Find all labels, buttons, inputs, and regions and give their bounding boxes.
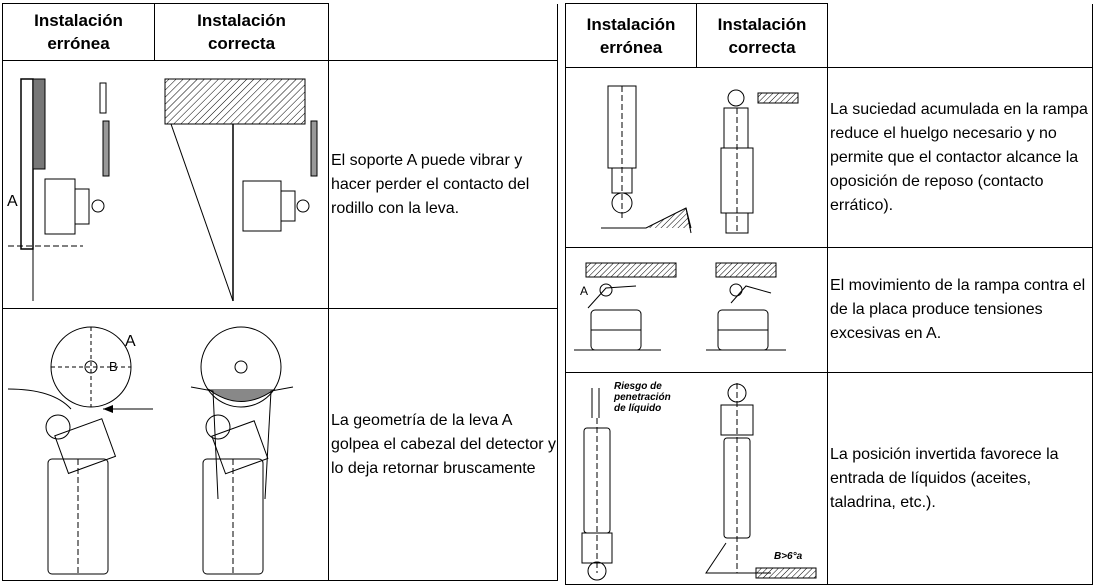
left-comparison-table: Instalación errónea Instalación correcta [2, 3, 558, 581]
risk-label-line3: de líquido [614, 403, 662, 414]
risk-label-line1: Riesgo de [614, 381, 662, 392]
risk-label-line2: penetración [614, 392, 671, 403]
header-correct-line1: Instalación [717, 14, 807, 34]
label-a: A [7, 193, 18, 210]
row1-description: El soporte A puede vibrar y hacer perder… [328, 60, 558, 309]
header-desc-empty [328, 3, 558, 61]
label-a: A [580, 284, 589, 298]
figure-ramp-motion: A [565, 247, 828, 373]
figure-bracket-vibration: A [2, 60, 329, 309]
header-wrong: Instalación errónea [565, 3, 697, 68]
row1-description: La suciedad acumulada en la rampa reduce… [827, 67, 1093, 248]
header-correct: Instalación correcta [154, 3, 329, 61]
right-comparison-table: Instalación errónea Instalación correcta [565, 3, 1093, 585]
cam-geometry-drawing [7, 326, 294, 575]
bracket-vibration-drawing [8, 78, 318, 302]
angle-label: B>6°a [774, 551, 803, 562]
header-wrong-line1: Instalación [586, 14, 676, 34]
header-wrong-line1: Instalación [34, 11, 123, 30]
figure-dirt-ramp [565, 67, 828, 248]
row3-description: La posición invertida favorece la entrad… [827, 372, 1093, 585]
figure-cam-geometry: A B [2, 308, 329, 581]
header-correct-line1: Instalación [197, 11, 286, 30]
header-desc-empty [827, 3, 1093, 68]
dirt-ramp-drawing [601, 85, 799, 234]
row2-description: El movimiento de la rampa contra el de l… [827, 247, 1093, 373]
header-correct-line2: correcta [728, 37, 796, 57]
row2-description: La geometría de la leva A golpea el cabe… [328, 308, 558, 581]
header-wrong-line2: errónea [599, 37, 663, 57]
header-wrong-line2: errónea [47, 34, 110, 53]
ramp-motion-drawing [574, 262, 786, 351]
header-correct: Instalación correcta [696, 3, 828, 68]
label-b: B [109, 359, 118, 374]
header-correct-line2: correcta [207, 34, 276, 53]
figure-inverted-position: Riesgo de penetración de líquido B>6°a [565, 372, 828, 585]
label-a: A [125, 333, 136, 350]
inverted-position-drawing [581, 383, 817, 581]
header-wrong: Instalación errónea [2, 3, 155, 61]
